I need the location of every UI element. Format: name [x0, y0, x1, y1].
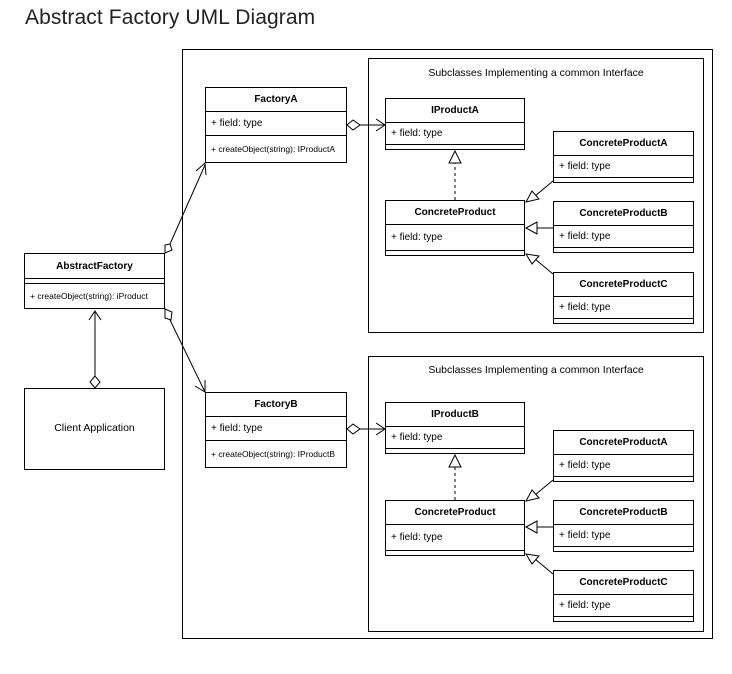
- group-a-product-a-name: ConcreteProductA: [554, 132, 693, 156]
- factory-b-field: + field: type: [206, 417, 346, 441]
- group-a-product-b-class[interactable]: ConcreteProductB + field: type: [553, 201, 694, 253]
- group-a-product-c-name: ConcreteProductC: [554, 273, 693, 297]
- group-a-product-a-class[interactable]: ConcreteProductA + field: type: [553, 131, 694, 183]
- abstract-factory-name: AbstractFactory: [25, 254, 164, 279]
- group-b-label: Subclasses Implementing a common Interfa…: [428, 364, 644, 376]
- abstract-factory-method: + createObject(string): iProduct: [30, 291, 148, 301]
- group-a-frame: [368, 58, 704, 333]
- concrete-product-b-field: + field: type: [386, 525, 524, 551]
- diamond-af-b: [164, 308, 173, 321]
- client-application-label: Client Application: [54, 422, 135, 434]
- abstract-factory-attr-compartment: [25, 279, 164, 284]
- group-a-product-c-class[interactable]: ConcreteProductC + field: type: [553, 272, 694, 324]
- client-application-box[interactable]: Client Application: [24, 388, 165, 470]
- iproduct-b-field: + field: type: [386, 427, 524, 449]
- factory-a-name: FactoryA: [206, 88, 346, 112]
- concrete-product-a-class[interactable]: ConcreteProduct + field: type: [385, 200, 525, 256]
- concrete-product-b-name: ConcreteProduct: [386, 501, 524, 525]
- concrete-product-b-class[interactable]: ConcreteProduct + field: type: [385, 500, 525, 556]
- concrete-product-a-name: ConcreteProduct: [386, 201, 524, 225]
- iproduct-b-class[interactable]: IProductB + field: type: [385, 402, 525, 454]
- iproduct-a-field: + field: type: [386, 123, 524, 145]
- factory-b-name: FactoryB: [206, 393, 346, 417]
- group-a-product-b-name: ConcreteProductB: [554, 202, 693, 226]
- group-a-product-c-field: + field: type: [554, 297, 693, 319]
- iproduct-a-class[interactable]: IProductA + field: type: [385, 98, 525, 150]
- page-title: Abstract Factory UML Diagram: [25, 6, 316, 29]
- group-a-product-a-field: + field: type: [554, 156, 693, 178]
- factory-a-method: + createObject(string): IProductA: [211, 144, 336, 154]
- factory-a-class[interactable]: FactoryA + field: type + createObject(st…: [205, 87, 347, 163]
- group-b-product-c-name: ConcreteProductC: [554, 571, 693, 595]
- abstract-factory-class[interactable]: AbstractFactory + createObject(string): …: [24, 253, 165, 309]
- concrete-product-a-field: + field: type: [386, 225, 524, 251]
- factory-a-field: + field: type: [206, 112, 346, 136]
- group-b-product-c-class[interactable]: ConcreteProductC + field: type: [553, 570, 694, 622]
- group-b-product-a-class[interactable]: ConcreteProductA + field: type: [553, 430, 694, 482]
- diamond-af-a: [164, 243, 173, 254]
- diamond-client: [89, 375, 101, 389]
- group-b-frame: [368, 356, 704, 632]
- group-a-label: Subclasses Implementing a common Interfa…: [428, 67, 644, 79]
- group-b-product-a-name: ConcreteProductA: [554, 431, 693, 455]
- iproduct-b-name: IProductB: [386, 403, 524, 427]
- iproduct-a-name: IProductA: [386, 99, 524, 123]
- arrowhead-client-af: [88, 310, 102, 321]
- group-b-product-b-class[interactable]: ConcreteProductB + field: type: [553, 500, 694, 552]
- factory-b-method: + createObject(string): IProductB: [211, 449, 336, 459]
- group-a-product-b-field: + field: type: [554, 226, 693, 248]
- group-b-product-b-name: ConcreteProductB: [554, 501, 693, 525]
- factory-b-class[interactable]: FactoryB + field: type + createObject(st…: [205, 392, 347, 468]
- group-b-product-b-field: + field: type: [554, 525, 693, 547]
- group-b-product-a-field: + field: type: [554, 455, 693, 477]
- group-b-product-c-field: + field: type: [554, 595, 693, 617]
